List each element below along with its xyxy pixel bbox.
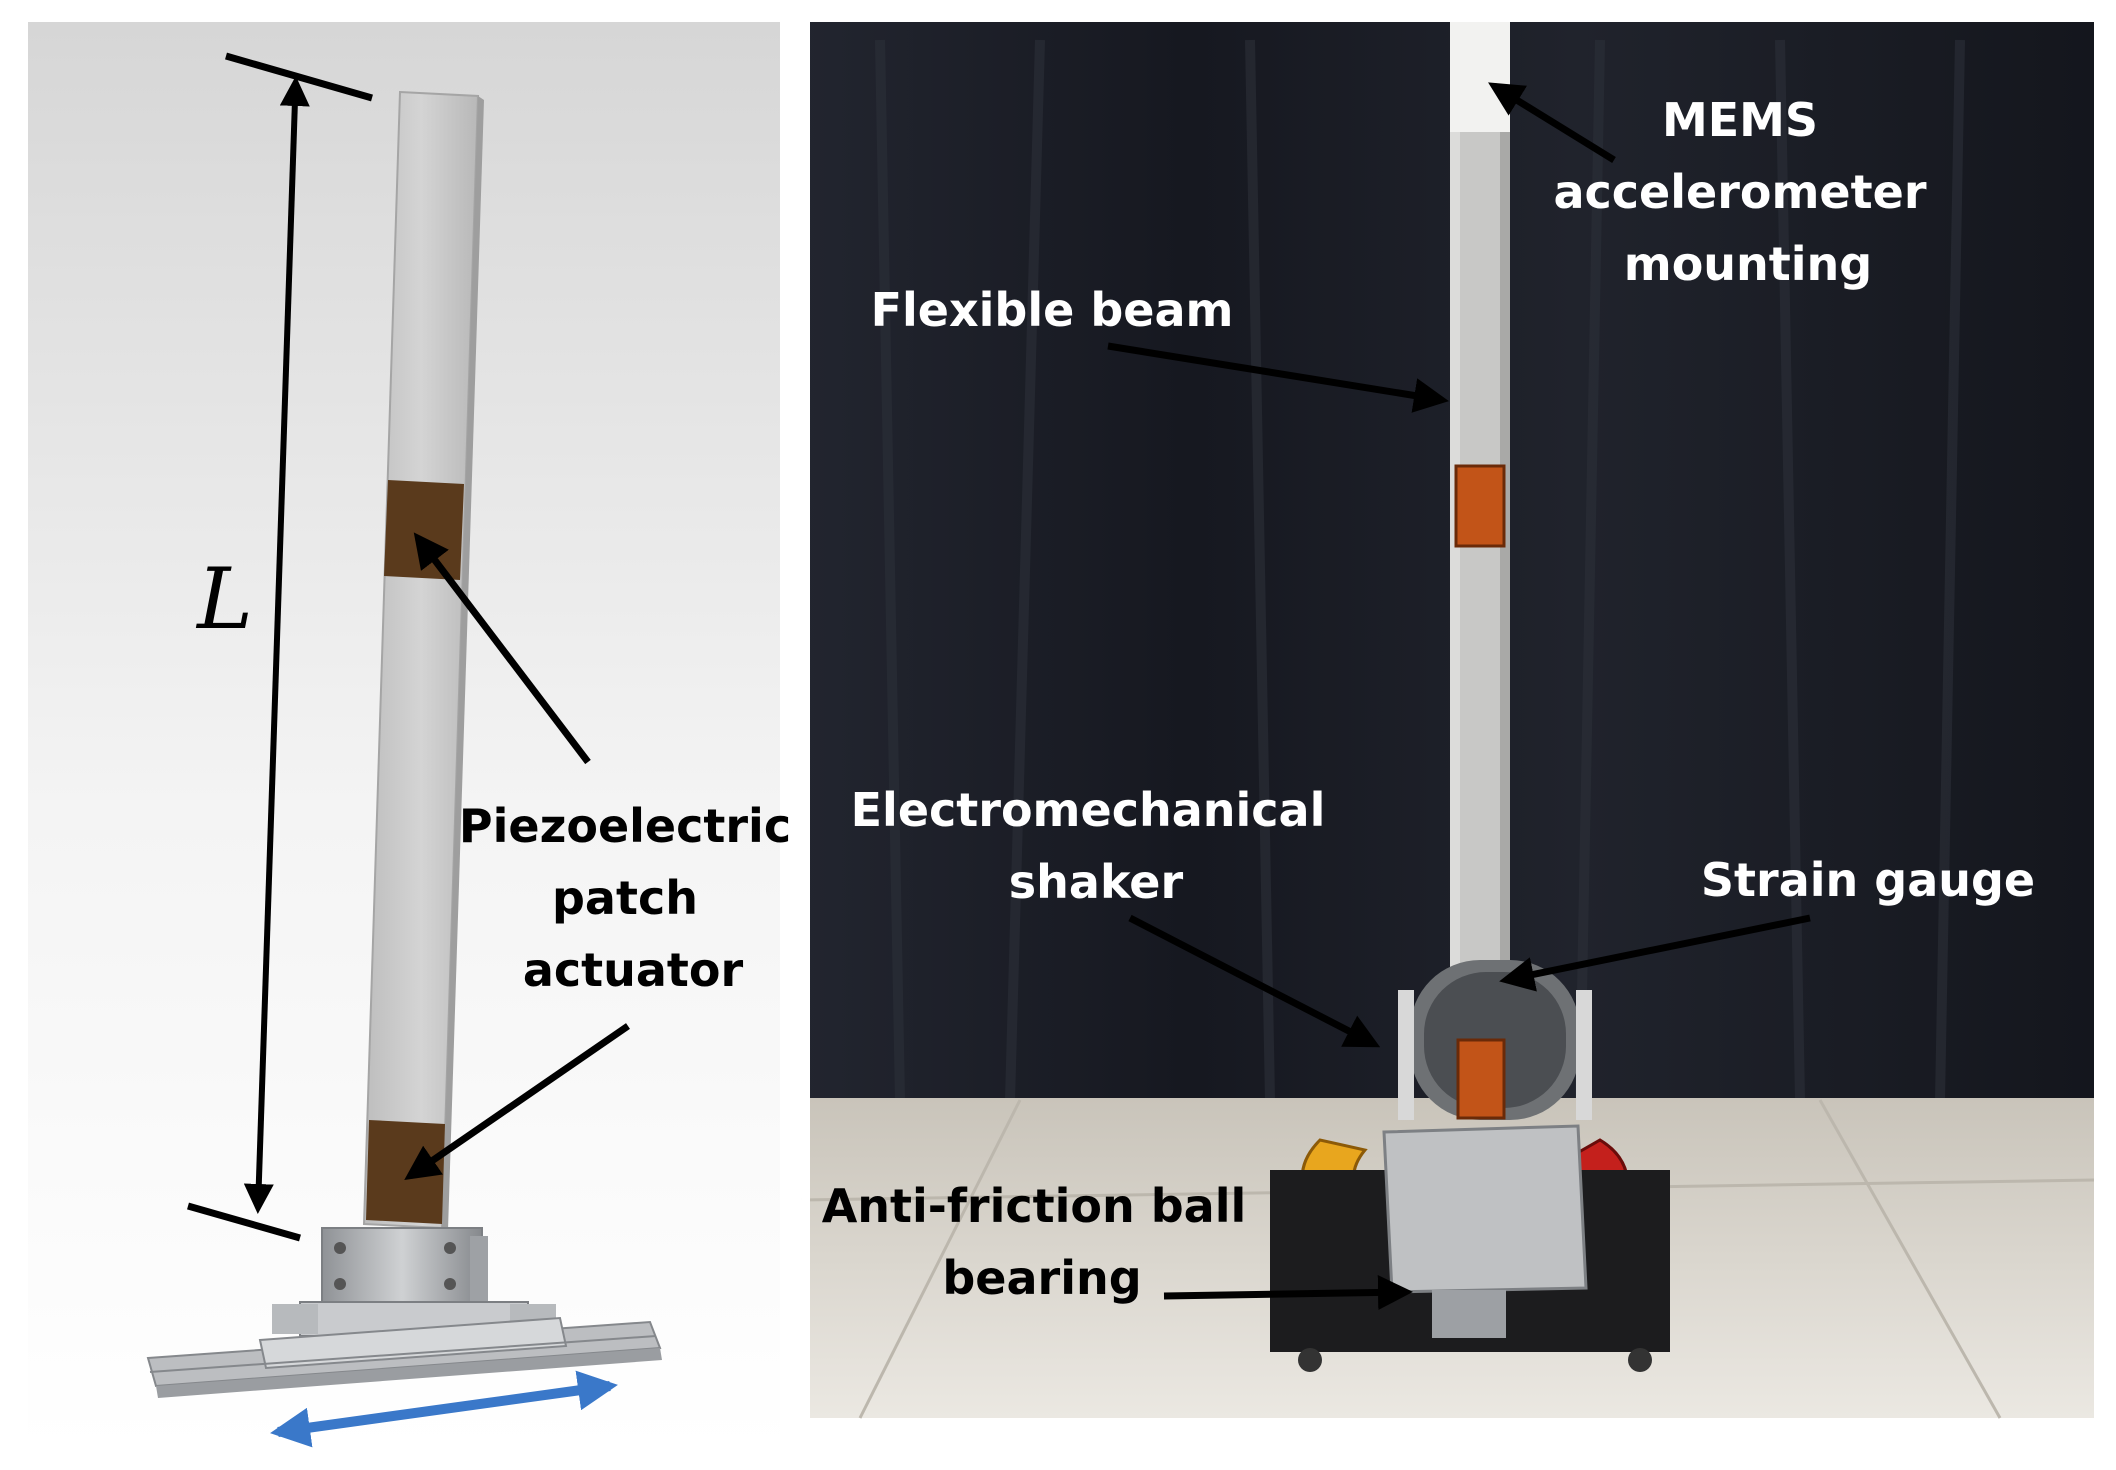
photo-upper-sensor (1454, 464, 1506, 548)
actuator-arrow-lower (404, 1023, 630, 1180)
actuator-arrow-upper (413, 532, 591, 765)
bearing-arrow (1163, 1274, 1413, 1310)
flexible-beam-arrow (1107, 342, 1449, 413)
dimension-tick-bottom (187, 1202, 301, 1242)
strain-gauge-arrow (1499, 914, 1811, 992)
cad-model-panel: L Piezoelectric patch actuator (28, 22, 807, 1450)
length-dimension (187, 52, 373, 1242)
curtain-folds (875, 39, 1965, 1101)
photo-panel: MEMS accelerometer mounting Flexible bea… (801, 22, 2095, 1419)
photo-base-block (1382, 1124, 1588, 1294)
bearing-label: Anti-friction ball bearing (822, 1179, 1263, 1305)
strain-gauge-label: Strain gauge (1701, 853, 2035, 907)
base-motion-arrow (270, 1370, 618, 1448)
cad-base-clamp (272, 1227, 556, 1337)
mems-mounting-spot (1450, 22, 1510, 132)
photo-bearing-rail (1432, 1290, 1506, 1338)
cad-beam-edge (442, 96, 484, 1230)
mems-label: MEMS accelerometer mounting (1553, 93, 1942, 291)
length-symbol: L (195, 550, 253, 648)
flexible-beam-label: Flexible beam (871, 283, 1234, 337)
actuator-label: Piezoelectric patch actuator (459, 799, 807, 997)
piezo-patch-upper (384, 480, 464, 580)
photo-strain-gauge (1456, 1038, 1506, 1120)
shaker-arrow (1128, 914, 1381, 1048)
piezo-patch-lower (366, 1120, 445, 1224)
shaker-label: Electromechanical shaker (851, 783, 1342, 909)
dimension-arrow (243, 76, 310, 1214)
mems-arrow (1488, 82, 1616, 163)
